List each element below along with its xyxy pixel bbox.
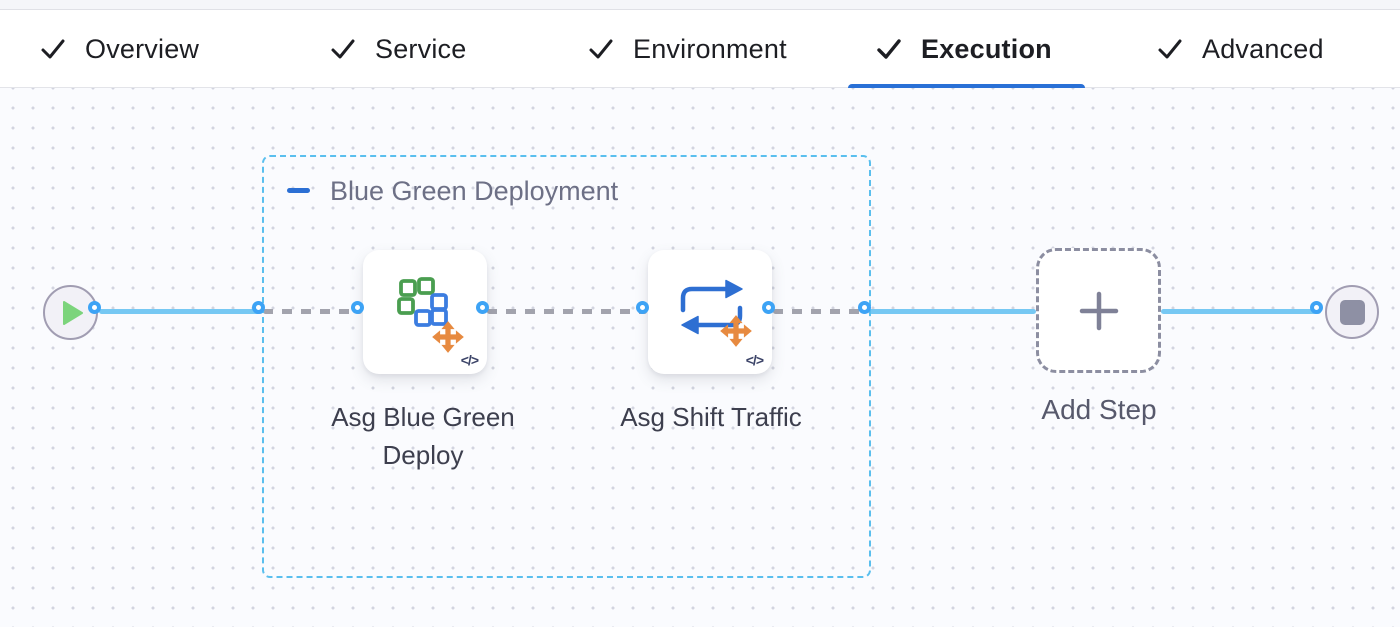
check-icon xyxy=(41,39,65,59)
link-start-to-group xyxy=(99,309,263,314)
port-end-in[interactable] xyxy=(1310,301,1323,314)
check-icon xyxy=(331,39,355,59)
step-group-blue-green-deployment: Blue Green Deployment xyxy=(262,155,871,578)
bottom-strip xyxy=(0,627,1400,632)
code-icon: </> xyxy=(745,352,764,368)
add-step-label: Add Step xyxy=(1041,394,1157,425)
tab-label: Execution xyxy=(921,33,1052,64)
check-icon xyxy=(589,39,613,59)
play-icon xyxy=(63,300,83,325)
pipeline-canvas[interactable]: Blue Green Deployment </> xyxy=(0,88,1400,632)
pipeline-start-node xyxy=(43,285,98,340)
link-step1-to-step2 xyxy=(487,309,647,314)
tab-service[interactable]: Service xyxy=(330,10,466,88)
port-step2-out[interactable] xyxy=(762,301,775,314)
tab-bar: Overview Service Environment Execution A… xyxy=(0,10,1400,89)
move-arrows-icon xyxy=(432,321,464,353)
pipeline-end-node xyxy=(1325,285,1379,339)
tab-execution[interactable]: Execution xyxy=(876,10,1052,88)
move-arrows-icon xyxy=(720,315,752,347)
link-addstep-to-end xyxy=(1161,309,1321,314)
link-group-to-step1 xyxy=(263,309,362,314)
tab-label: Environment xyxy=(633,33,787,64)
step-node-asg-blue-green-deploy[interactable]: </> xyxy=(363,250,487,374)
step-node-asg-shift-traffic[interactable]: </> xyxy=(648,250,772,374)
plus-icon xyxy=(1079,291,1118,330)
port-start-out[interactable] xyxy=(88,301,101,314)
port-step2-in[interactable] xyxy=(636,301,649,314)
tab-advanced[interactable]: Advanced xyxy=(1157,10,1324,88)
check-icon xyxy=(877,39,901,59)
step-group-label: Blue Green Deployment xyxy=(330,176,619,206)
port-group-out[interactable] xyxy=(858,301,871,314)
active-tab-indicator xyxy=(848,84,1085,89)
tab-label: Overview xyxy=(85,33,200,64)
tab-label: Service xyxy=(375,33,467,64)
top-strip xyxy=(0,0,1400,10)
step-label-asg-shift-traffic: Asg Shift Traffic xyxy=(620,402,802,432)
step-label-asg-blue-green-deploy: Asg Blue Green Deploy xyxy=(331,402,515,470)
add-step-button[interactable] xyxy=(1036,248,1161,373)
tab-label: Advanced xyxy=(1202,33,1324,64)
code-icon: </> xyxy=(460,352,479,368)
port-step1-out[interactable] xyxy=(476,301,489,314)
tab-overview[interactable]: Overview xyxy=(40,10,199,88)
check-icon xyxy=(1158,39,1182,59)
link-step2-to-group-out xyxy=(773,309,869,314)
asg-blue-green-deploy-icon xyxy=(397,277,464,353)
port-group-in[interactable] xyxy=(252,301,265,314)
minus-icon[interactable] xyxy=(287,188,310,193)
asg-shift-traffic-icon xyxy=(680,279,752,347)
stop-icon xyxy=(1339,299,1365,325)
link-group-to-addstep xyxy=(869,309,1036,314)
port-step1-in[interactable] xyxy=(351,301,364,314)
tab-environment[interactable]: Environment xyxy=(588,10,787,88)
